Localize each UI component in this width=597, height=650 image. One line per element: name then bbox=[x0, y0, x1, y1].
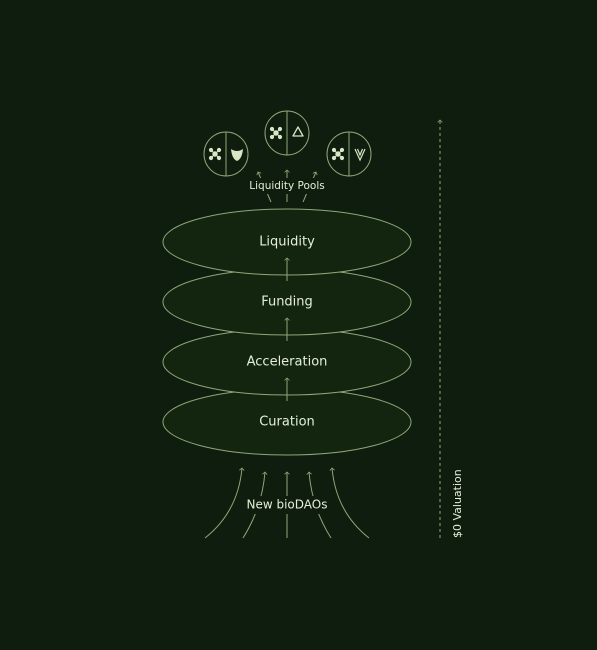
layer-label-acceleration: Acceleration bbox=[247, 355, 328, 370]
pool-right bbox=[326, 131, 372, 177]
inflow-line-5 bbox=[329, 467, 370, 539]
pool-center bbox=[264, 110, 310, 156]
layer-liquidity: Liquidity bbox=[162, 208, 412, 276]
layer-label-funding: Funding bbox=[261, 295, 313, 310]
layer-acceleration: Acceleration bbox=[162, 328, 412, 396]
liquidity-pools-title: Liquidity Pools bbox=[249, 180, 324, 192]
layer-label-curation: Curation bbox=[259, 415, 315, 430]
new-biodaos-label: New bioDAOs bbox=[246, 498, 327, 512]
layer-stack: Curation Acceleration Funding Liquidity bbox=[162, 208, 412, 456]
v-token-icon bbox=[354, 148, 366, 162]
pool-left bbox=[203, 131, 249, 177]
molecule-icon bbox=[331, 147, 345, 161]
valuation-axis-label: $0 Valuation bbox=[451, 469, 464, 538]
inflow-line-1 bbox=[204, 467, 245, 539]
recycle-icon bbox=[292, 126, 304, 137]
heart-icon bbox=[231, 149, 243, 161]
layer-funding: Funding bbox=[162, 268, 412, 336]
layer-curation: Curation bbox=[162, 388, 412, 456]
layer-label-liquidity: Liquidity bbox=[259, 235, 315, 250]
molecule-icon bbox=[269, 126, 283, 140]
molecule-icon bbox=[208, 147, 222, 161]
